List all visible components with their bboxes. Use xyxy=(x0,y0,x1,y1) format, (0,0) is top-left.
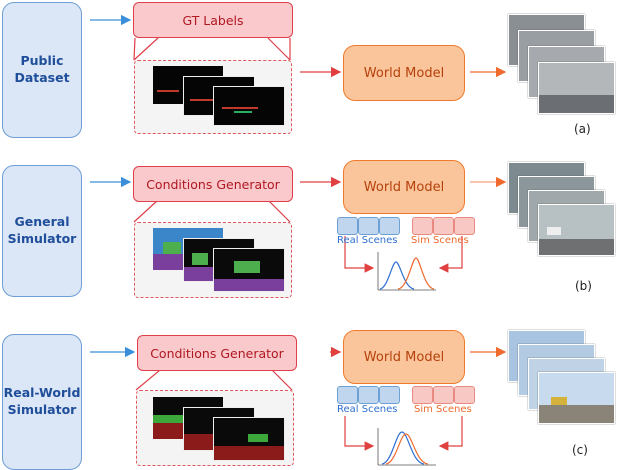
sim-scenes-label: Sim Scenes xyxy=(414,404,472,415)
condition-label: Conditions Generator xyxy=(146,176,280,192)
source-label: General Simulator xyxy=(7,214,77,246)
output-frame-c-4 xyxy=(538,372,615,424)
real-scene-token xyxy=(358,386,379,404)
world-model-b: World Model xyxy=(343,160,465,214)
conditions-generator-box-b: Conditions Generator xyxy=(133,166,293,202)
source-real-world-simulator: Real-World Simulator xyxy=(2,334,82,470)
distribution-plot-c xyxy=(377,428,436,466)
gt-label-image-3 xyxy=(213,86,285,126)
model-label: World Model xyxy=(363,179,445,195)
world-model-a: World Model xyxy=(343,45,465,101)
distribution-plot-b xyxy=(377,252,436,291)
output-frame-a-4 xyxy=(538,62,615,114)
condition-image-frame-a xyxy=(134,60,292,134)
gt-labels-box: GT Labels xyxy=(133,2,293,38)
sim-scenes-label: Sim Scenes xyxy=(411,235,469,246)
source-general-simulator: General Simulator xyxy=(2,165,82,297)
panel-label-a: (a) xyxy=(574,122,591,136)
rw-seg-image-3 xyxy=(213,417,285,461)
panel-label-b: (b) xyxy=(575,279,592,293)
real-scene-token xyxy=(337,386,358,404)
sim-scene-token xyxy=(454,386,475,404)
condition-label: GT Labels xyxy=(182,12,244,28)
real-scene-token xyxy=(379,217,400,235)
condition-label: Conditions Generator xyxy=(150,345,284,361)
conditions-generator-box-c: Conditions Generator xyxy=(137,335,297,371)
condition-image-frame-b xyxy=(134,222,292,298)
sim-scene-token xyxy=(433,386,454,404)
real-scene-token xyxy=(358,217,379,235)
real-scenes-label: Real Scenes xyxy=(337,235,398,246)
output-frame-b-4 xyxy=(538,204,615,256)
model-label: World Model xyxy=(363,349,445,365)
world-model-c: World Model xyxy=(343,330,465,384)
sim-seg-image-3 xyxy=(213,248,285,292)
sim-scene-token xyxy=(412,217,433,235)
source-label: Public Dataset xyxy=(14,53,70,85)
real-scenes-label: Real Scenes xyxy=(337,404,398,415)
sim-scene-token xyxy=(433,217,454,235)
model-label: World Model xyxy=(363,65,445,81)
sim-scene-token xyxy=(412,386,433,404)
source-label: Real-World Simulator xyxy=(3,385,81,417)
sim-scene-token xyxy=(454,217,475,235)
real-scene-token xyxy=(379,386,400,404)
condition-image-frame-c xyxy=(136,390,294,466)
panel-label-c: (c) xyxy=(572,443,588,457)
source-public-dataset: Public Dataset xyxy=(2,2,82,138)
real-scene-token xyxy=(337,217,358,235)
